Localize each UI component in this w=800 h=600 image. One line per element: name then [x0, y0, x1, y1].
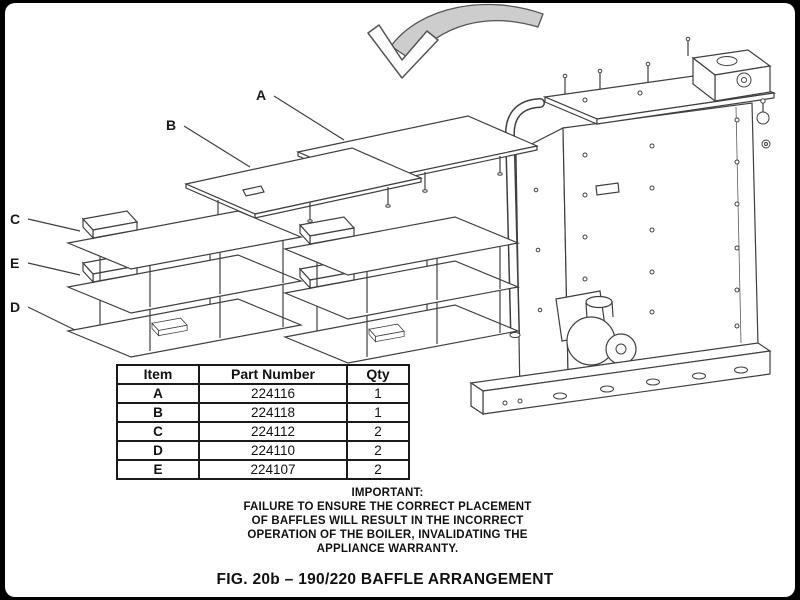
callout-label-d: D	[10, 299, 20, 315]
table-row: D 224110 2	[116, 440, 410, 461]
notice-line: APPLIANCE WARRANTY.	[316, 543, 459, 555]
notice-heading: IMPORTANT:	[351, 487, 424, 499]
cell-part-number: 224116	[198, 383, 348, 404]
cell-part-number: 224112	[198, 421, 348, 442]
table-row: E 224107 2	[116, 459, 410, 480]
cell-item: D	[116, 440, 200, 461]
baffle-stack-left	[68, 211, 301, 357]
warning-notice: IMPORTANT: FAILURE TO ENSURE THE CORRECT…	[0, 486, 775, 556]
col-header-part-number: Part Number	[198, 364, 348, 385]
leader-lines	[27, 95, 345, 331]
callout-label-c: C	[10, 211, 20, 227]
cell-item: E	[116, 459, 200, 480]
cell-qty: 2	[346, 440, 410, 461]
cell-qty: 2	[346, 421, 410, 442]
parts-table: Item Part Number Qty A 224116 1 B 224118…	[116, 364, 410, 480]
cell-part-number: 224107	[198, 459, 348, 480]
baffle-stack-right	[285, 217, 518, 363]
cell-item: A	[116, 383, 200, 404]
boiler-drawing	[469, 36, 777, 416]
pump-drawing	[555, 290, 637, 366]
cell-part-number: 224110	[198, 440, 348, 461]
col-header-qty: Qty	[346, 364, 410, 385]
col-header-item: Item	[116, 364, 200, 385]
cell-part-number: 224118	[198, 402, 348, 423]
callout-label-a: A	[256, 87, 266, 103]
cell-qty: 1	[346, 383, 410, 404]
cell-item: C	[116, 421, 200, 442]
table-row: B 224118 1	[116, 402, 410, 423]
cell-qty: 2	[346, 459, 410, 480]
notice-line: OPERATION OF THE BOILER, INVALIDATING TH…	[247, 529, 528, 541]
placement-arrow	[367, 3, 544, 79]
figure-caption: FIG. 20b – 190/220 BAFFLE ARRANGEMENT	[216, 571, 554, 588]
callout-label-e: E	[10, 255, 19, 271]
callout-label-b: B	[166, 117, 176, 133]
table-row: C 224112 2	[116, 421, 410, 442]
cell-item: B	[116, 402, 200, 423]
table-row: A 224116 1	[116, 383, 410, 404]
cell-qty: 1	[346, 402, 410, 423]
base-plinth	[469, 342, 772, 416]
notice-line: OF BAFFLES WILL RESULT IN THE INCORRECT	[251, 515, 524, 527]
notice-line: FAILURE TO ENSURE THE CORRECT PLACEMENT	[243, 501, 532, 513]
table-header-row: Item Part Number Qty	[116, 364, 410, 385]
